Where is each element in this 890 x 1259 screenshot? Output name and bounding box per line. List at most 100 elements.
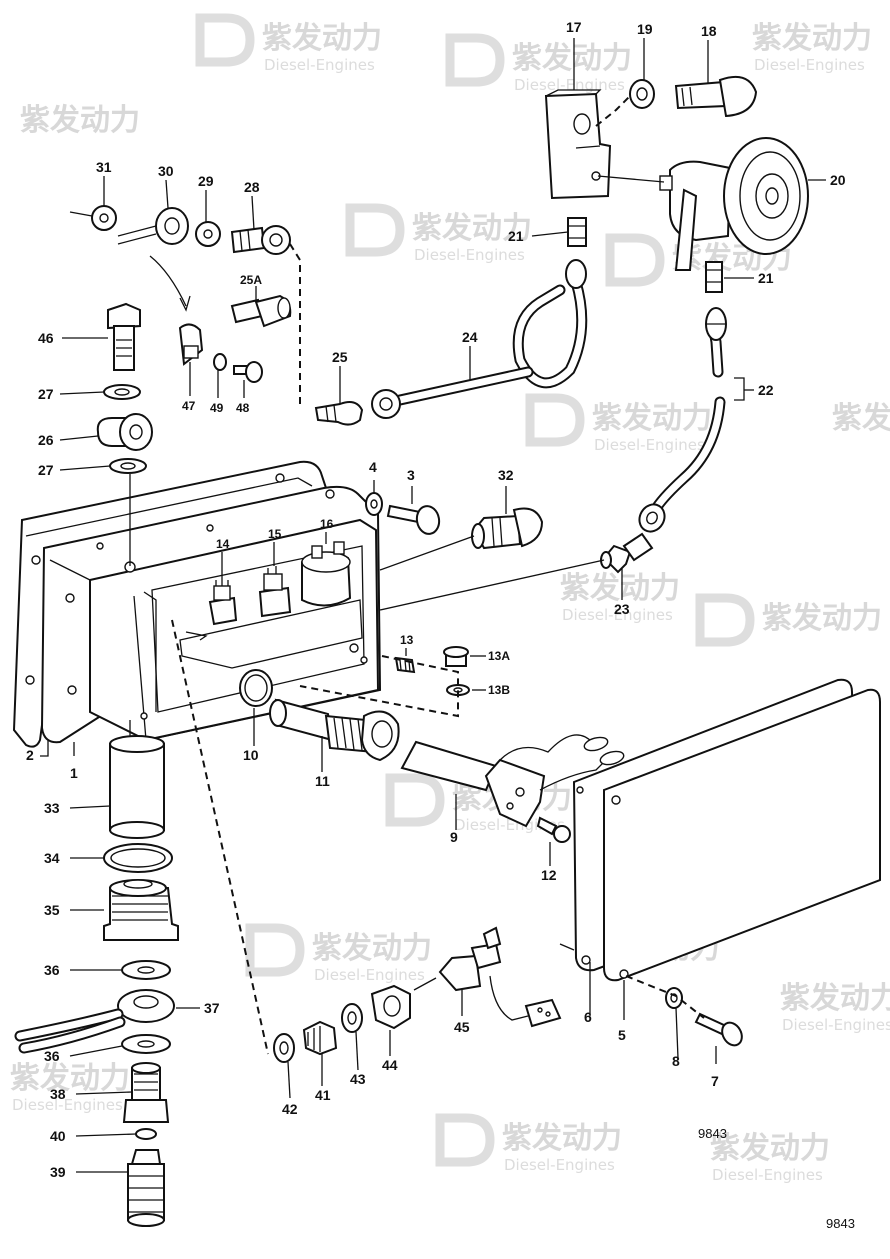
o-ring-34 bbox=[103, 843, 173, 873]
callout-3: 3 bbox=[407, 467, 415, 483]
watermark-sub: Diesel-Engines bbox=[514, 76, 625, 94]
callout-14: 14 bbox=[216, 537, 230, 551]
watermark-brand: 紫发动力 bbox=[512, 41, 632, 76]
callout-17: 17 bbox=[566, 19, 582, 35]
callout-36b: 36 bbox=[44, 1048, 60, 1064]
banjo-37 bbox=[14, 989, 175, 1054]
callout-labels: 1 2 3 4 5 6 7 8 9 10 11 12 13 13A 13B 14… bbox=[26, 19, 846, 1180]
callout-25: 25 bbox=[332, 349, 348, 365]
callout-26: 26 bbox=[38, 432, 54, 448]
bolt-18 bbox=[674, 76, 758, 118]
watermark-brand: 紫发动力 bbox=[10, 1061, 130, 1096]
callout-7: 7 bbox=[711, 1073, 719, 1089]
callout-15: 15 bbox=[268, 527, 282, 541]
washer-31 bbox=[91, 205, 117, 231]
watermark-brand: 紫发动力 bbox=[312, 931, 432, 966]
washer-4 bbox=[365, 492, 383, 516]
nut-22b bbox=[638, 503, 666, 533]
washer-42 bbox=[273, 1033, 295, 1063]
eye-30 bbox=[117, 207, 189, 245]
valve-39 bbox=[127, 1149, 165, 1227]
callout-9: 9 bbox=[450, 829, 458, 845]
callout-11: 11 bbox=[315, 773, 330, 789]
watermark-brand: 紫发动力 bbox=[412, 211, 532, 246]
watermark-brand: 紫发动力 bbox=[592, 401, 712, 436]
callout-29: 29 bbox=[198, 173, 214, 189]
callout-43: 43 bbox=[350, 1071, 366, 1087]
watermark-brand: 紫发动力 bbox=[752, 21, 872, 56]
callout-13a: 13A bbox=[488, 649, 510, 663]
callout-46: 46 bbox=[38, 330, 54, 346]
drawing-code: 9843 bbox=[826, 1216, 855, 1231]
plug-13a bbox=[443, 646, 469, 667]
washer-19 bbox=[629, 79, 655, 109]
watermark-brand: 紫发动力 bbox=[560, 571, 680, 606]
sleeve-33 bbox=[109, 735, 165, 839]
fitting-21-right bbox=[705, 261, 723, 293]
callout-13b: 13B bbox=[488, 683, 510, 697]
watermark-brand: 紫发动力 bbox=[262, 21, 382, 56]
callout-30: 30 bbox=[158, 163, 174, 179]
washer-36b bbox=[121, 1034, 171, 1054]
watermark-sub: Diesel-Engines bbox=[454, 816, 565, 834]
clamp-47 bbox=[178, 323, 204, 366]
screw-3 bbox=[386, 504, 441, 535]
callout-36a: 36 bbox=[44, 962, 60, 978]
callout-18: 18 bbox=[701, 23, 717, 39]
watermark-brand: 紫发动力 bbox=[710, 1131, 830, 1166]
callout-48: 48 bbox=[236, 401, 250, 415]
bolt-46 bbox=[107, 302, 141, 371]
fitting-24-top bbox=[565, 259, 587, 289]
watermark-brand: 紫发动力 bbox=[780, 981, 890, 1016]
callout-10: 10 bbox=[243, 747, 259, 763]
washer-49 bbox=[213, 353, 227, 371]
callout-16: 16 bbox=[320, 517, 334, 531]
adapter-25a bbox=[230, 294, 292, 328]
callout-37: 37 bbox=[204, 1000, 220, 1016]
bolt-28 bbox=[230, 225, 291, 255]
callout-5: 5 bbox=[618, 1027, 626, 1043]
callout-38: 38 bbox=[50, 1086, 66, 1102]
callout-21-right: 21 bbox=[758, 270, 774, 286]
callout-45: 45 bbox=[454, 1019, 470, 1035]
callout-47: 47 bbox=[182, 399, 196, 413]
callout-22: 22 bbox=[758, 382, 774, 398]
watermark-sub: Diesel-Engines bbox=[754, 56, 865, 74]
cover-plate bbox=[559, 678, 881, 982]
callout-12: 12 bbox=[541, 867, 557, 883]
callout-31: 31 bbox=[96, 159, 112, 175]
watermark-sub: Diesel-Engines bbox=[562, 606, 673, 624]
callout-24: 24 bbox=[462, 329, 478, 345]
callout-6: 6 bbox=[584, 1009, 592, 1025]
callout-8: 8 bbox=[672, 1053, 680, 1069]
sensor-16 bbox=[301, 541, 352, 607]
watermark-sub: Diesel-Engines bbox=[264, 56, 375, 74]
washer-43 bbox=[341, 1003, 363, 1033]
watermark-sub: Diesel-Engines bbox=[414, 246, 525, 264]
elbow-25 bbox=[314, 401, 364, 426]
callout-27b: 27 bbox=[38, 462, 54, 478]
watermark-brand: 紫发动力 bbox=[762, 601, 882, 636]
watermark-brand: 紫发动力 bbox=[502, 1121, 622, 1156]
washer-27b bbox=[109, 458, 147, 474]
thermowell-11 bbox=[269, 698, 400, 762]
banjo-26 bbox=[96, 413, 153, 451]
washer-27a bbox=[103, 384, 141, 400]
callout-40: 40 bbox=[50, 1128, 66, 1144]
callout-44: 44 bbox=[382, 1057, 398, 1073]
probe-9 bbox=[400, 734, 625, 828]
watermark-brand: 紫发动力 bbox=[832, 401, 890, 436]
washer-29 bbox=[195, 221, 221, 247]
part-drawings bbox=[12, 76, 881, 1227]
callout-27a: 27 bbox=[38, 386, 54, 402]
callout-21-left: 21 bbox=[508, 228, 524, 244]
callout-20: 20 bbox=[830, 172, 846, 188]
sensor-15 bbox=[258, 566, 292, 618]
screw-7 bbox=[694, 1012, 743, 1047]
bolt-38 bbox=[122, 1062, 170, 1123]
bracket-17 bbox=[544, 89, 612, 200]
nut-22a bbox=[705, 307, 727, 341]
nut-24 bbox=[371, 389, 401, 419]
watermark-sub: Diesel-Engines bbox=[712, 1166, 823, 1184]
